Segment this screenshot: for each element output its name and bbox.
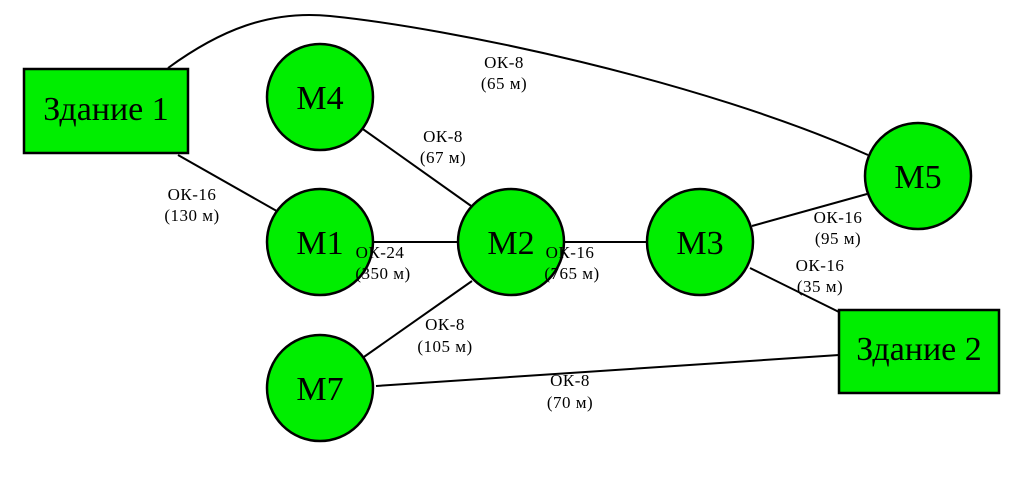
node-m4-label: M4 [296, 80, 343, 117]
edge-length-label: (95 м) [815, 229, 861, 248]
edge-length-label: (65 м) [481, 74, 527, 93]
edge-length-label: (765 м) [544, 264, 599, 283]
node-m5-label: M5 [894, 159, 941, 196]
edge-length-label: (35 м) [797, 277, 843, 296]
edge-label-m3-m5: ОК-16 (95 м) [814, 208, 863, 248]
edge-cable-label: ОК-16 [546, 243, 595, 262]
edge-label-m2-m7: ОК-8 (105 м) [417, 315, 472, 356]
edge-cable-label: ОК-8 [484, 53, 524, 72]
edge-label-m2-m3: ОК-16 (765 м) [544, 243, 599, 283]
node-m7: M7 [265, 333, 375, 443]
edge-m4-m2 [359, 126, 475, 209]
edge-cable-label: ОК-16 [814, 208, 863, 227]
edge-label-m7-building2: ОК-8 (70 м) [547, 371, 593, 412]
edge-building1-m5 [167, 13, 869, 156]
node-m1: M1 [265, 187, 375, 297]
node-m3: M3 [645, 187, 755, 297]
edge-m7-building2 [375, 354, 840, 387]
edge-cable-label: ОК-24 [356, 243, 405, 262]
node-building2: Здание 2 [837, 308, 1001, 395]
edge-cable-label: ОК-8 [423, 127, 463, 146]
edge-length-label: (350 м) [355, 264, 410, 283]
edge-cable-label: ОК-8 [425, 315, 465, 334]
node-building1: Здание 1 [22, 67, 190, 155]
node-m2-label: M2 [487, 225, 534, 262]
node-m7-label: M7 [296, 371, 343, 408]
node-m2: M2 [456, 187, 566, 297]
edge-cable-label: ОК-16 [168, 185, 217, 204]
edge-m2-m7 [360, 280, 473, 360]
edge-label-m3-building2: ОК-16 (35 м) [796, 256, 845, 296]
edge-length-label: (67 м) [420, 148, 466, 167]
node-building1-label: Здание 1 [43, 91, 169, 128]
edge-building1-m1 [177, 154, 283, 215]
edge-label-building1-m1: ОК-16 (130 м) [164, 185, 219, 225]
node-m3-label: M3 [676, 225, 723, 262]
node-m5: M5 [863, 121, 973, 231]
edge-m3-building2 [749, 267, 840, 313]
edge-length-label: (70 м) [547, 393, 593, 412]
node-building2-label: Здание 2 [856, 331, 982, 368]
node-m4: M4 [265, 42, 375, 152]
edge-length-label: (105 м) [417, 337, 472, 356]
edge-m3-m5 [751, 193, 868, 227]
node-m1-label: M1 [296, 225, 343, 262]
edge-label-m4-m2: ОК-8 (67 м) [420, 127, 466, 167]
edge-cable-label: ОК-8 [550, 371, 590, 390]
edge-label-building1-m5: ОК-8 (65 м) [481, 53, 527, 93]
edge-cable-label: ОК-16 [796, 256, 845, 275]
edge-length-label: (130 м) [164, 206, 219, 225]
edge-label-m1-m2: ОК-24 (350 м) [355, 243, 410, 283]
